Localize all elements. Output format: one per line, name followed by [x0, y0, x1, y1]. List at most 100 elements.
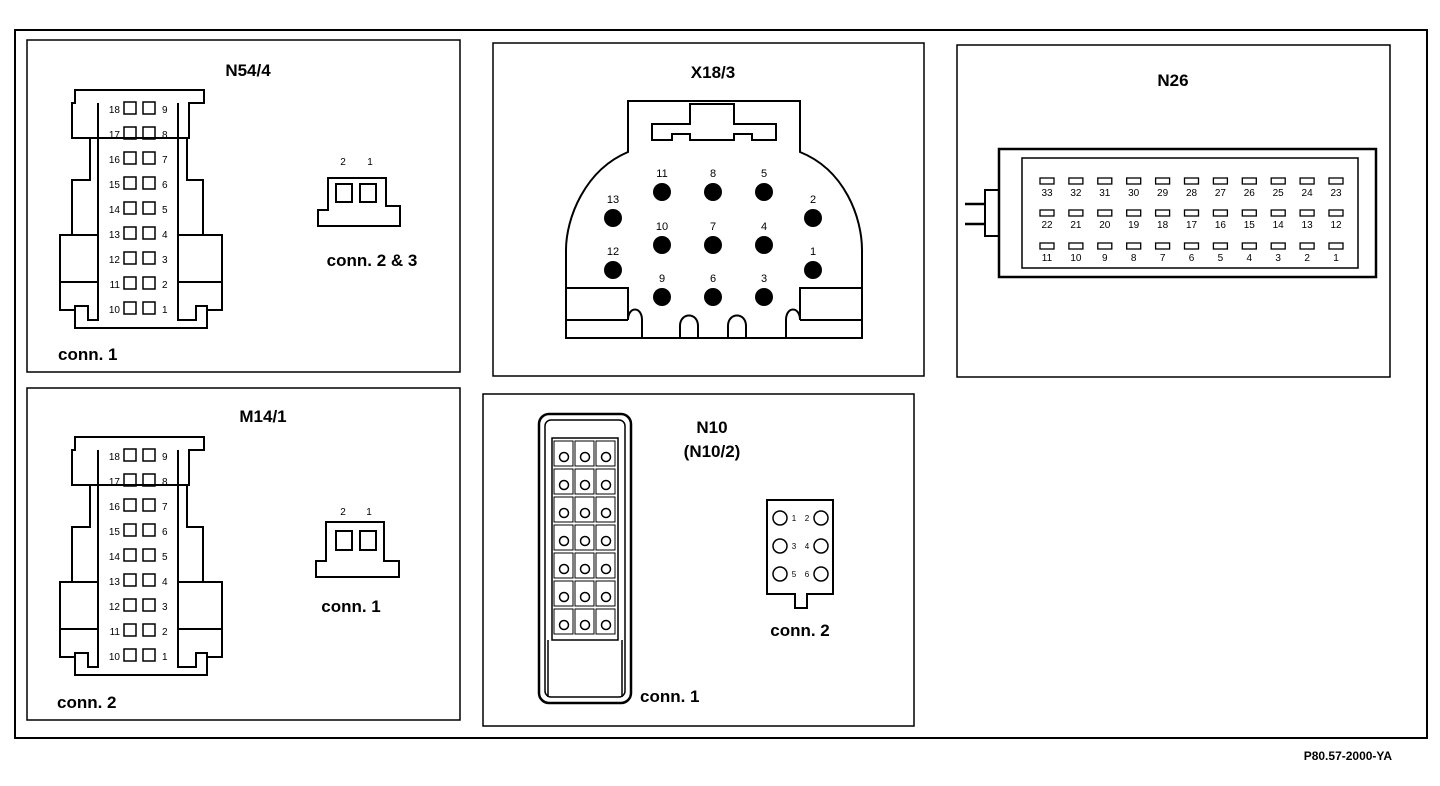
pin-socket: [1126, 209, 1142, 217]
pin-contact: [653, 236, 671, 254]
pin-label: 27: [1215, 188, 1227, 199]
relay-cell: [553, 524, 574, 551]
relay-cell: [595, 524, 616, 551]
relay-cell: [553, 608, 574, 635]
pin-contact: [600, 535, 612, 547]
pin-contact: [558, 451, 570, 463]
pin-contact: [772, 538, 788, 554]
pin-contact: [558, 479, 570, 491]
pin-contact: [755, 183, 773, 201]
pin-label: 10: [1070, 253, 1082, 264]
relay-cell: [553, 580, 574, 607]
pin-label: 17: [109, 477, 121, 488]
pin-socket: [1039, 177, 1055, 185]
pin-label: 31: [1099, 188, 1111, 199]
pin-label: 11: [656, 168, 667, 180]
pin-socket: [142, 151, 156, 165]
relay-cell: [553, 496, 574, 523]
pin-label: 2: [340, 157, 346, 168]
pin-socket: [142, 251, 156, 265]
pin-socket: [142, 201, 156, 215]
pin-socket: [123, 126, 137, 140]
pin-contact: [604, 261, 622, 279]
pin-label: 1: [367, 157, 373, 168]
pin-label: 8: [162, 130, 168, 141]
pin-label: 15: [109, 527, 121, 538]
pin-contact: [600, 507, 612, 519]
pin-contact: [755, 288, 773, 306]
pin-label: 13: [109, 577, 121, 588]
pin-label: 8: [710, 168, 716, 180]
relay-cell: [574, 496, 595, 523]
pin-socket: [1241, 209, 1257, 217]
pin-contact: [600, 619, 612, 631]
pin-socket: [142, 176, 156, 190]
pin-contact: [600, 591, 612, 603]
pin-contact: [579, 619, 591, 631]
pin-label: 12: [1330, 220, 1342, 231]
pin-contact: [579, 591, 591, 603]
pin-label: 3: [1275, 253, 1281, 264]
pin-label: 17: [109, 130, 121, 141]
pin-socket: [1270, 242, 1286, 250]
relay-cell: [553, 440, 574, 467]
pin-contact: [604, 209, 622, 227]
conn-label: conn. 2: [770, 621, 830, 640]
figure-reference: P80.57-2000-YA: [1304, 749, 1393, 763]
relay-cell: [574, 552, 595, 579]
pin-label: 1: [792, 514, 797, 523]
pin-contact: [813, 510, 829, 526]
pin-socket: [123, 201, 137, 215]
relay-cell: [574, 580, 595, 607]
pin-label: 5: [162, 205, 168, 216]
pin-contact: [579, 535, 591, 547]
pin-socket: [1241, 242, 1257, 250]
pin-label: 11: [110, 280, 121, 291]
pin-socket: [142, 598, 156, 612]
pin-socket: [1183, 242, 1200, 250]
pin-label: 1: [162, 652, 168, 663]
pin-label: 6: [710, 273, 716, 285]
pin-socket: [142, 498, 156, 512]
pin-socket: [142, 648, 156, 662]
pin-contact: [804, 261, 822, 279]
panel-subtitle: (N10/2): [684, 442, 741, 461]
pin-socket: [1154, 177, 1171, 185]
pin-label: 19: [1128, 220, 1140, 231]
panel-title: N54/4: [225, 61, 271, 80]
pin-label: 2: [805, 514, 810, 523]
pin-contact: [558, 535, 570, 547]
pin-label: 5: [162, 552, 168, 563]
pin-label: 13: [109, 230, 121, 241]
pin-label: 2: [1304, 253, 1310, 264]
pin-socket: [1154, 242, 1171, 250]
pin-label: 18: [109, 452, 121, 463]
pin-label: 24: [1302, 188, 1314, 199]
pin-label: 3: [761, 273, 767, 285]
pin-contact: [804, 209, 822, 227]
pin-socket: [123, 176, 137, 190]
pin-contact: [579, 479, 591, 491]
pin-label: 7: [162, 502, 168, 513]
pin-socket: [1212, 209, 1229, 217]
pin-label: 14: [1273, 220, 1285, 231]
pin-socket: [1299, 209, 1315, 217]
pin-label: 7: [162, 155, 168, 166]
pin-contact: [704, 183, 722, 201]
relay-cell: [595, 552, 616, 579]
pin-contact: [772, 566, 788, 582]
pin-label: 13: [1302, 220, 1314, 231]
pin-contact: [772, 510, 788, 526]
pin-socket: [1212, 242, 1229, 250]
pin-socket: [123, 301, 137, 315]
pin-label: 4: [162, 577, 168, 588]
panel-title: N10: [696, 418, 727, 437]
conn-label: conn. 1: [640, 687, 700, 706]
pin-contact: [558, 507, 570, 519]
